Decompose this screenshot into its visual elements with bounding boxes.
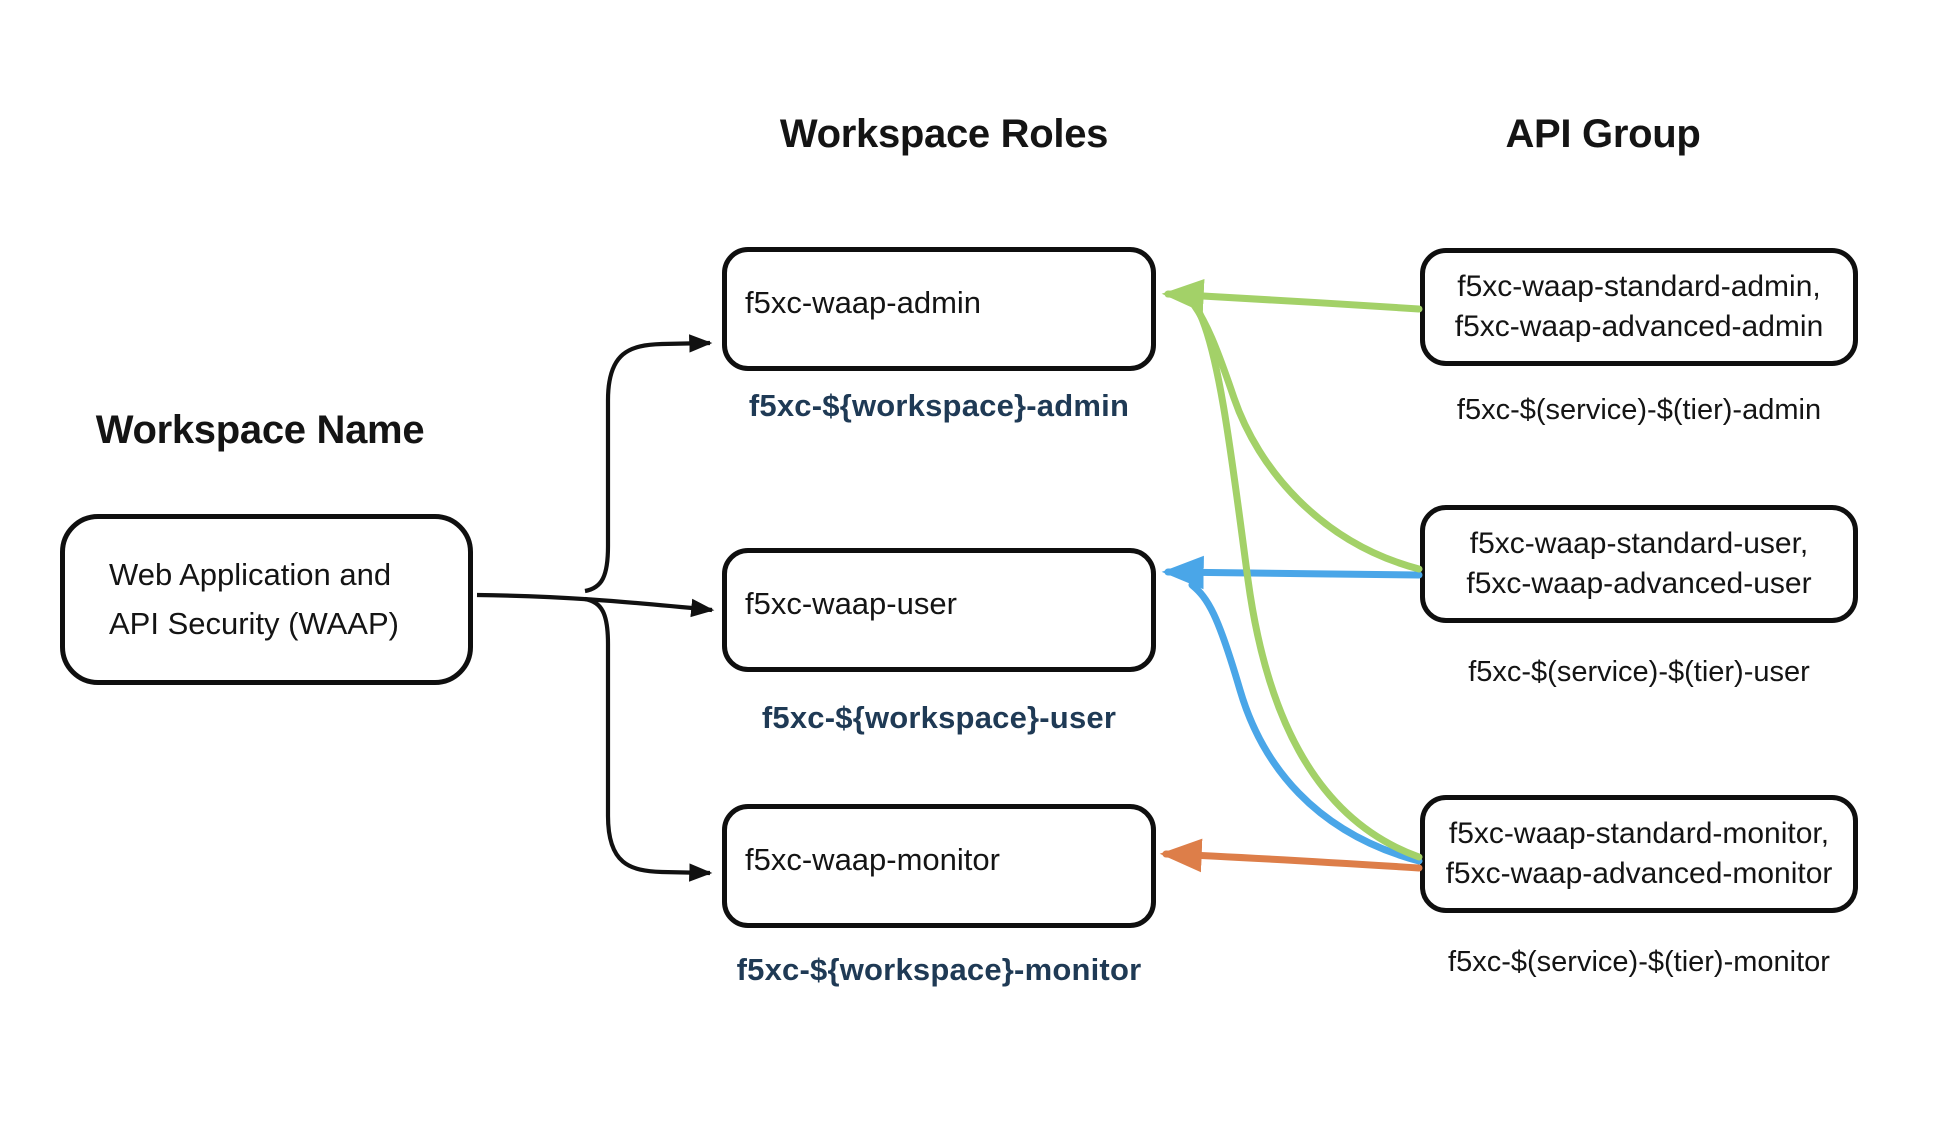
api-group-monitor-line1: f5xc-waap-standard-monitor, xyxy=(1448,817,1830,851)
role-node-monitor-label: f5xc-waap-monitor xyxy=(745,842,1000,877)
connector-waap-to-user xyxy=(476,592,715,618)
api-group-header: API Group xyxy=(1505,112,1701,156)
api-group-monitor-line2: f5xc-waap-advanced-monitor xyxy=(1445,857,1833,890)
workspace-waap-line2: API Security (WAAP) xyxy=(109,605,399,641)
api-group-user-line2: f5xc-waap-advanced-user xyxy=(1466,567,1812,600)
api-group-user-line1: f5xc-waap-standard-user, xyxy=(1469,527,1809,561)
role-node-admin-label: f5xc-waap-admin xyxy=(745,285,982,320)
arrow-monitor-api-to-user-role xyxy=(1188,581,1423,865)
workspace-name-header: Workspace Name xyxy=(95,408,425,452)
api-pattern-monitor: f5xc-$(service)-$(tier)-monitor xyxy=(1448,946,1830,978)
arrow-admin-api-to-admin-role xyxy=(1161,278,1423,313)
role-name-admin: f5xc-${workspace}-admin xyxy=(748,388,1130,423)
role-node-user-label: f5xc-waap-user xyxy=(745,586,957,621)
api-pattern-user: f5xc-$(service)-$(tier)-user xyxy=(1468,656,1810,688)
role-node-user: f5xc-waap-user xyxy=(722,548,1156,672)
arrow-monitor-api-to-monitor-role xyxy=(1159,838,1423,873)
arrow-monitor-api-to-admin-role xyxy=(1196,310,1423,861)
api-group-admin-line2: f5xc-waap-advanced-admin xyxy=(1454,310,1824,343)
connector-waap-to-monitor xyxy=(584,596,713,882)
api-pattern-admin: f5xc-$(service)-$(tier)-admin xyxy=(1456,394,1822,426)
api-group-node-monitor: f5xc-waap-standard-monitor, f5xc-waap-ad… xyxy=(1420,795,1858,913)
role-node-monitor: f5xc-waap-monitor xyxy=(722,804,1156,928)
api-group-admin-line1: f5xc-waap-standard-admin, xyxy=(1457,270,1821,304)
connector-waap-to-admin xyxy=(584,334,713,594)
role-name-user: f5xc-${workspace}-user xyxy=(761,700,1117,735)
api-group-node-admin: f5xc-waap-standard-admin, f5xc-waap-adva… xyxy=(1420,248,1858,366)
role-name-monitor: f5xc-${workspace}-monitor xyxy=(736,952,1142,987)
role-node-admin: f5xc-waap-admin xyxy=(722,247,1156,371)
arrow-user-api-to-user-role xyxy=(1161,555,1423,590)
arrow-user-api-to-admin-role xyxy=(1190,301,1423,573)
api-group-node-user: f5xc-waap-standard-user, f5xc-waap-advan… xyxy=(1420,505,1858,623)
workspace-waap-line1: Web Application and xyxy=(109,557,392,593)
workspace-roles-header: Workspace Roles xyxy=(779,112,1109,156)
workspace-waap-node: Web Application and API Security (WAAP) xyxy=(60,514,473,685)
